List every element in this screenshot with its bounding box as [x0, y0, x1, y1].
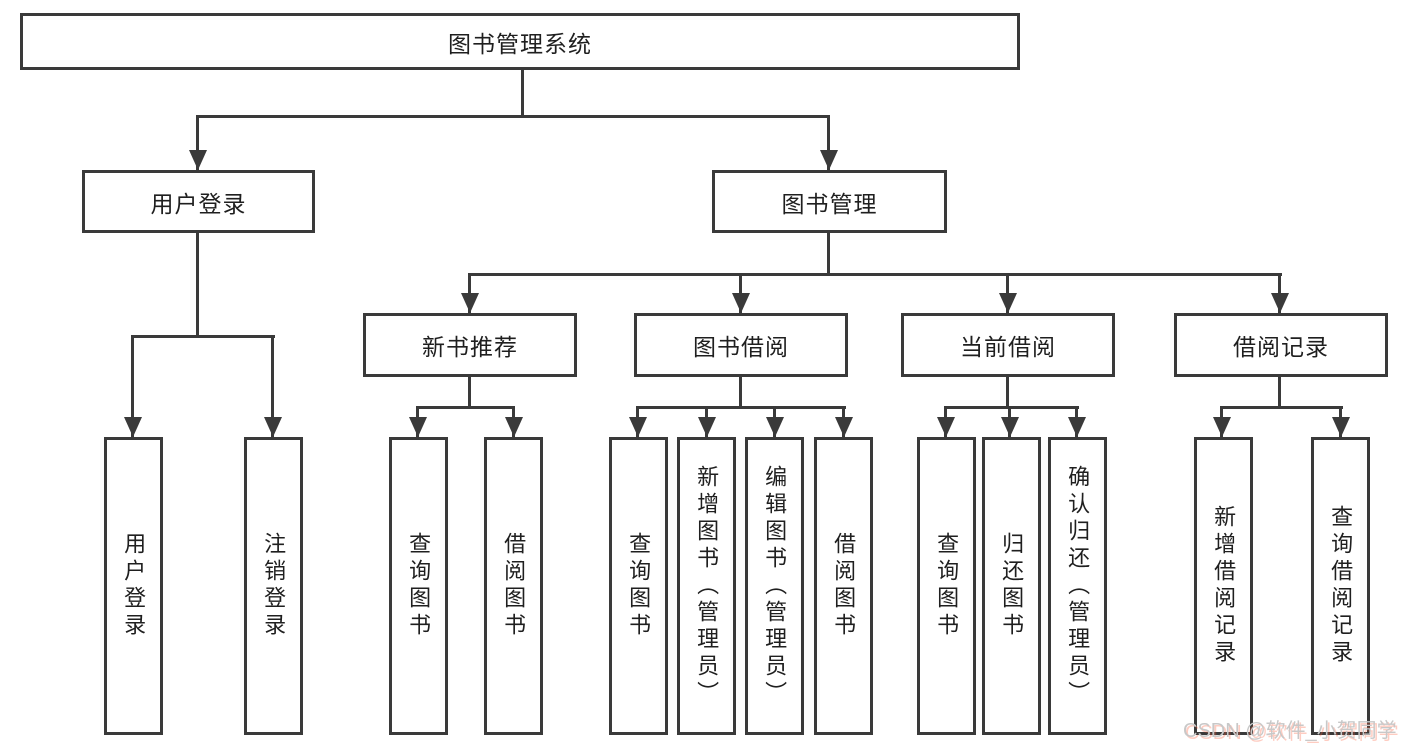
leaf-borrow-books-borrowing: 借阅图书: [814, 437, 873, 735]
connector-stem-root: [521, 70, 524, 115]
connector-hline-level2: [196, 115, 830, 118]
leaf-borrow-books-recommend-label: 借阅图书: [501, 532, 527, 640]
root-node: 图书管理系统: [20, 13, 1020, 70]
leaf-confirm-return-admin-label: 确认归还（管理员）: [1065, 464, 1091, 708]
arrow-to-book-borrowing: [739, 273, 742, 313]
node-user-login: 用户登录: [82, 170, 315, 233]
root-node-label: 图书管理系统: [448, 30, 592, 57]
arrow-to-leaf-query-recommend: [416, 406, 419, 437]
watermark: CSDN @软件_小贺同学: [1183, 720, 1397, 742]
node-current-borrowing: 当前借阅: [901, 313, 1115, 377]
leaf-add-books-admin-label: 新增图书（管理员）: [694, 464, 720, 708]
leaf-borrow-books-recommend: 借阅图书: [484, 437, 543, 735]
node-book-management: 图书管理: [712, 170, 947, 233]
leaf-add-books-admin: 新增图书（管理员）: [677, 437, 736, 735]
arrow-to-leaf-borrow-books: [842, 406, 845, 437]
arrow-to-user-login: [196, 115, 199, 170]
node-book-management-label: 图书管理: [781, 190, 878, 217]
connector-stem-user-login: [196, 233, 199, 335]
connector-hline-current-children: [944, 406, 1079, 409]
leaf-confirm-return-admin: 确认归还（管理员）: [1048, 437, 1107, 735]
node-new-book-recommend-label: 新书推荐: [422, 334, 518, 360]
node-user-login-label: 用户登录: [150, 190, 247, 217]
leaf-user-login-label: 用户登录: [121, 532, 147, 640]
node-book-borrowing-label: 图书借阅: [693, 334, 789, 360]
leaf-query-books-recommend: 查询图书: [389, 437, 448, 735]
leaf-query-books-current: 查询图书: [917, 437, 976, 735]
connector-stem-book-management: [827, 233, 830, 273]
node-borrowing-records-label: 借阅记录: [1233, 334, 1329, 360]
connector-hline-user-login-children: [131, 335, 275, 338]
node-new-book-recommend: 新书推荐: [363, 313, 577, 377]
leaf-user-login: 用户登录: [104, 437, 163, 735]
leaf-return-books-label: 归还图书: [999, 532, 1025, 640]
arrow-to-leaf-query-record: [1339, 406, 1342, 437]
arrow-to-book-management: [827, 115, 830, 170]
leaf-borrow-books-borrowing-label: 借阅图书: [831, 532, 857, 640]
leaf-add-borrow-record-label: 新增借阅记录: [1211, 505, 1237, 667]
arrow-to-leaf-edit-books: [773, 406, 776, 437]
connector-hline-recommend-children: [416, 406, 515, 409]
arrow-to-borrowing-records: [1278, 273, 1281, 313]
arrow-to-leaf-query-current: [944, 406, 947, 437]
arrow-to-leaf-confirm-return: [1075, 406, 1078, 437]
leaf-query-books-borrowing: 查询图书: [609, 437, 668, 735]
leaf-query-borrow-record-label: 查询借阅记录: [1328, 505, 1354, 667]
arrow-to-leaf-user-login: [131, 335, 134, 437]
connector-stem-new-book-recommend: [468, 377, 471, 406]
node-book-borrowing: 图书借阅: [634, 313, 848, 377]
arrow-to-leaf-logout: [271, 335, 274, 437]
arrow-to-new-book-recommend: [468, 273, 471, 313]
node-borrowing-records: 借阅记录: [1174, 313, 1388, 377]
leaf-query-books-recommend-label: 查询图书: [406, 532, 432, 640]
connector-hline-borrowing-children: [636, 406, 846, 409]
arrow-to-leaf-borrow-recommend: [512, 406, 515, 437]
leaf-edit-books-admin-label: 编辑图书（管理员）: [762, 464, 788, 708]
leaf-query-borrow-record: 查询借阅记录: [1311, 437, 1370, 735]
leaf-logout: 注销登录: [244, 437, 303, 735]
leaf-logout-label: 注销登录: [261, 532, 287, 640]
leaf-edit-books-admin: 编辑图书（管理员）: [745, 437, 804, 735]
leaf-return-books: 归还图书: [982, 437, 1041, 735]
connector-hline-records-children: [1220, 406, 1343, 409]
leaf-query-books-current-label: 查询图书: [934, 532, 960, 640]
arrow-to-leaf-add-record: [1220, 406, 1223, 437]
connector-hline-level3: [468, 273, 1282, 276]
arrow-to-leaf-return-books: [1008, 406, 1011, 437]
arrow-to-current-borrowing: [1006, 273, 1009, 313]
connector-stem-current-borrowing: [1006, 377, 1009, 406]
node-current-borrowing-label: 当前借阅: [960, 334, 1056, 360]
connector-stem-book-borrowing: [739, 377, 742, 406]
connector-stem-borrowing-records: [1278, 377, 1281, 406]
leaf-add-borrow-record: 新增借阅记录: [1194, 437, 1253, 735]
leaf-query-books-borrowing-label: 查询图书: [626, 532, 652, 640]
arrow-to-leaf-add-books: [705, 406, 708, 437]
arrow-to-leaf-query-borrowing: [636, 406, 639, 437]
